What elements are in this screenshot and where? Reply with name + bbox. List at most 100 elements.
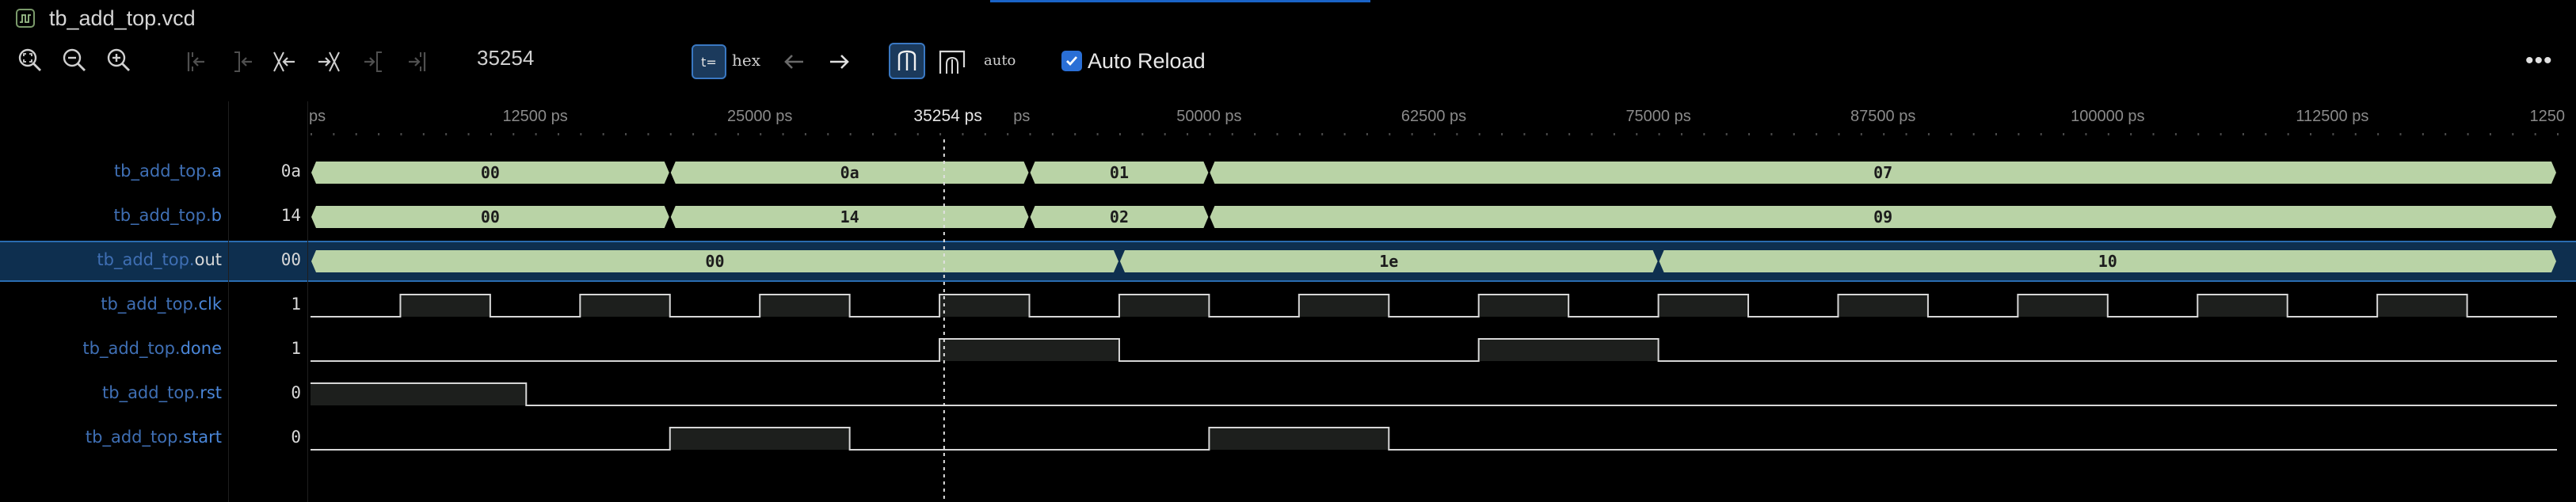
zoom-fit-icon <box>18 48 41 71</box>
prev-transition-icon <box>273 51 295 72</box>
zoom-in-icon <box>107 48 130 71</box>
signal-leaf-name: a <box>211 162 222 181</box>
goto-start-icon <box>187 52 204 71</box>
timeline-tick-label: 1250 <box>2530 108 2566 125</box>
timeline-minor-tick <box>2220 133 2222 135</box>
signal-leaf-name: clk <box>198 295 222 314</box>
timeline-minor-tick <box>2354 133 2357 135</box>
signal-waveform-rst[interactable] <box>311 382 2557 406</box>
bus-segment[interactable] <box>311 162 669 184</box>
bus-segment[interactable] <box>1119 250 1658 272</box>
prev-edge-button[interactable] <box>227 46 258 78</box>
signal-scope: tb_add_top. <box>113 162 212 181</box>
timeline-minor-tick <box>2130 133 2132 135</box>
timeline-minor-tick <box>714 133 717 135</box>
hex-format-toggle[interactable]: t= <box>692 44 726 79</box>
timeline-minor-tick <box>355 133 357 135</box>
bus-segment[interactable] <box>670 206 1029 228</box>
timeline-minor-tick <box>984 133 986 135</box>
timeline-minor-tick <box>1658 133 1660 135</box>
bus-segment-value: 1e <box>1379 252 1398 271</box>
forward-button[interactable] <box>824 46 855 78</box>
cursor-mode-toggle[interactable] <box>889 43 925 79</box>
timeline-minor-tick <box>1748 133 1751 135</box>
signal-scope: tb_add_top. <box>85 428 184 447</box>
high-level-fill <box>311 383 527 405</box>
high-level-fill <box>1838 295 1928 317</box>
prev-transition-button[interactable] <box>268 46 299 78</box>
marker-mode-button[interactable] <box>935 44 971 81</box>
signal-name-clk[interactable]: tb_add_top.clk <box>101 295 222 314</box>
title-bar: tb_add_top.vcd <box>0 0 2576 36</box>
more-options-button[interactable]: ••• <box>2525 48 2553 74</box>
bus-segment-value: 0a <box>840 163 859 182</box>
auto-reload-label[interactable]: Auto Reload <box>1088 49 1206 73</box>
arrow-right-icon <box>830 55 849 69</box>
timeline-minor-tick <box>1950 133 1953 135</box>
signal-waveform-start[interactable] <box>311 427 2557 451</box>
auto-label[interactable]: auto <box>984 52 1016 69</box>
signal-leaf-name: out <box>194 250 222 269</box>
back-button[interactable] <box>778 46 810 78</box>
timeline-minor-tick <box>1770 133 1773 135</box>
signal-waveform-clk[interactable] <box>311 294 2557 318</box>
bus-segment[interactable] <box>311 206 669 228</box>
signal-name-a[interactable]: tb_add_top.a <box>114 162 222 181</box>
next-edge-button[interactable] <box>358 46 390 78</box>
cursor-label-bg <box>888 101 1000 128</box>
timeline-minor-tick <box>422 133 425 135</box>
zoom-out-button[interactable] <box>59 44 90 76</box>
bus-segment[interactable] <box>1210 206 2556 228</box>
timeline-minor-tick <box>1680 133 1682 135</box>
hex-format-icon: t= <box>701 54 717 70</box>
high-level-fill <box>1478 339 1659 361</box>
timeline-minor-tick <box>2557 133 2559 135</box>
bus-segment[interactable] <box>1030 206 1209 228</box>
timeline-minor-tick <box>2197 133 2200 135</box>
timeline-minor-tick <box>1321 133 1324 135</box>
goto-start-button[interactable] <box>181 46 212 78</box>
arrow-left-icon <box>784 55 803 69</box>
bus-segment[interactable] <box>1659 250 2556 272</box>
high-level-fill <box>400 295 490 317</box>
timeline-tick-label: 75000 ps <box>1625 108 1690 125</box>
timeline-minor-tick <box>557 133 559 135</box>
goto-end-button[interactable] <box>401 46 433 78</box>
timeline-minor-tick <box>1703 133 1705 135</box>
bus-segment-value: 00 <box>705 252 724 271</box>
timeline-minor-tick <box>1591 133 1593 135</box>
zoom-in-button[interactable] <box>103 44 135 76</box>
signal-name-out[interactable]: tb_add_top.out <box>97 250 222 269</box>
timeline-minor-tick <box>1118 133 1121 135</box>
timeline-minor-tick <box>580 133 582 135</box>
signal-name-start[interactable]: tb_add_top.start <box>86 428 222 447</box>
signal-name-done[interactable]: tb_add_top.done <box>82 339 222 358</box>
timeline-minor-tick <box>1568 133 1571 135</box>
bus-segment[interactable] <box>311 250 1118 272</box>
next-transition-button[interactable] <box>314 46 345 78</box>
timeline-minor-tick <box>760 133 762 135</box>
zoom-fit-button[interactable] <box>14 44 46 76</box>
signal-name-rst[interactable]: tb_add_top.rst <box>102 383 222 402</box>
signal-waveform-done[interactable] <box>311 338 2557 362</box>
window-title: tb_add_top.vcd <box>49 6 196 30</box>
bus-segment[interactable] <box>670 162 1029 184</box>
current-time-readout[interactable]: 35254 <box>477 46 535 70</box>
timeline-minor-tick <box>2040 133 2042 135</box>
cursor-mode-icon <box>897 50 916 70</box>
bus-segment[interactable] <box>1210 162 2556 184</box>
signal-leaf-name: rst <box>200 383 222 402</box>
radix-label[interactable]: hex <box>732 51 760 70</box>
high-level-fill <box>939 295 1030 317</box>
auto-reload-checkbox[interactable] <box>1061 51 1082 71</box>
timeline-minor-tick <box>1343 133 1346 135</box>
timeline-minor-tick <box>2512 133 2514 135</box>
signal-name-b[interactable]: tb_add_top.b <box>113 206 222 225</box>
bus-segment[interactable] <box>1030 162 1209 184</box>
timeline-minor-tick <box>2174 133 2177 135</box>
timeline-minor-tick <box>2467 133 2469 135</box>
timeline-minor-tick <box>467 133 470 135</box>
timeline-minor-tick <box>939 133 942 135</box>
